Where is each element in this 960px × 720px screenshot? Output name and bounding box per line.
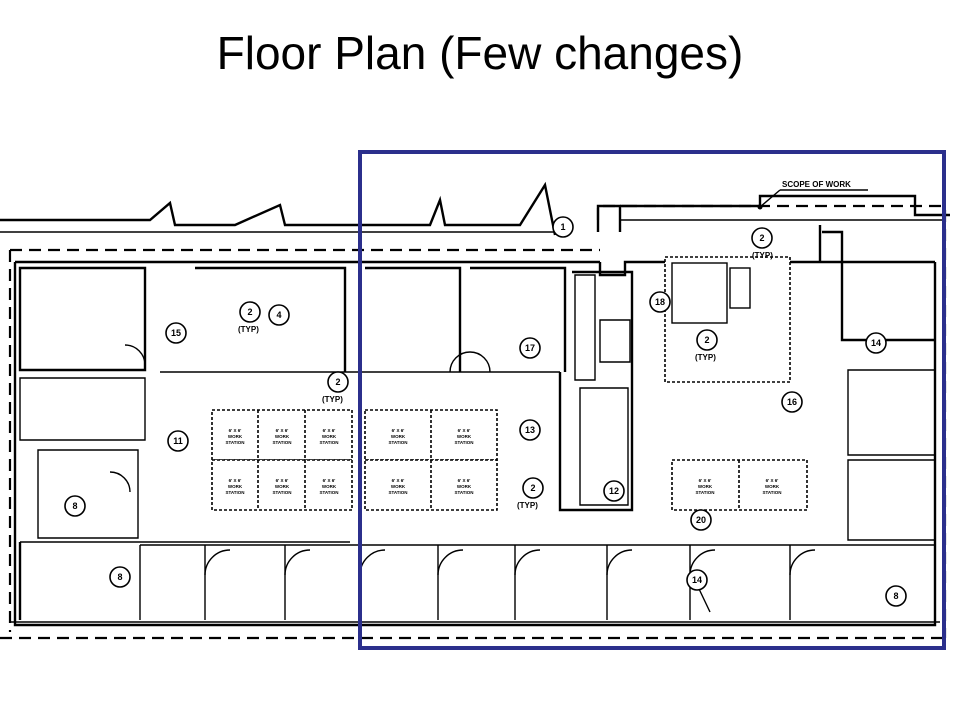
callout-2-d: 2 — [696, 329, 718, 351]
svg-text:STATION: STATION — [319, 440, 338, 445]
svg-text:STATION: STATION — [762, 490, 781, 495]
svg-text:6' X 6': 6' X 6' — [458, 428, 471, 433]
scope-of-work-note: SCOPE OF WORK — [757, 180, 868, 210]
svg-text:6' X 6': 6' X 6' — [323, 428, 336, 433]
svg-text:2: 2 — [335, 377, 340, 387]
callout-8-a: 8 — [64, 495, 86, 517]
svg-text:WORK: WORK — [275, 484, 290, 489]
callout-16: 16 — [781, 391, 803, 413]
svg-text:WORK: WORK — [322, 434, 337, 439]
typ-labels: (TYP) (TYP) (TYP) (TYP) (TYP) — [238, 251, 773, 510]
svg-text:2: 2 — [530, 483, 535, 493]
svg-text:2: 2 — [704, 335, 709, 345]
svg-text:STATION: STATION — [319, 490, 338, 495]
svg-text:14: 14 — [871, 338, 881, 348]
svg-text:6' X 6': 6' X 6' — [766, 478, 779, 483]
svg-text:13: 13 — [525, 425, 535, 435]
callout-4: 4 — [268, 304, 290, 326]
svg-text:STATION: STATION — [454, 490, 473, 495]
svg-text:6' X 6': 6' X 6' — [229, 428, 242, 433]
typ-label-1: (TYP) — [238, 325, 259, 334]
svg-text:6' X 6': 6' X 6' — [276, 428, 289, 433]
svg-text:8: 8 — [72, 501, 77, 511]
svg-text:1: 1 — [560, 222, 565, 232]
svg-text:16: 16 — [787, 397, 797, 407]
callout-14-b: 14 — [686, 569, 708, 591]
svg-text:STATION: STATION — [388, 490, 407, 495]
svg-text:STATION: STATION — [454, 440, 473, 445]
svg-text:WORK: WORK — [765, 484, 780, 489]
svg-text:WORK: WORK — [228, 484, 243, 489]
typ-label-2: (TYP) — [322, 395, 343, 404]
upper-rooms — [365, 225, 936, 541]
svg-text:WORK: WORK — [322, 484, 337, 489]
callout-17: 17 — [519, 337, 541, 359]
callout-20: 20 — [690, 509, 712, 531]
svg-text:STATION: STATION — [272, 490, 291, 495]
svg-text:STATION: STATION — [272, 440, 291, 445]
typ-label-5: (TYP) — [752, 251, 773, 260]
typ-label-4: (TYP) — [517, 501, 538, 510]
svg-text:6' X 6': 6' X 6' — [323, 478, 336, 483]
svg-text:8: 8 — [893, 591, 898, 601]
svg-text:4: 4 — [276, 310, 281, 320]
callout-2-b: 2 — [239, 301, 261, 323]
svg-text:2: 2 — [759, 233, 764, 243]
callout-2-e: 2 — [522, 477, 544, 499]
svg-text:WORK: WORK — [391, 484, 406, 489]
svg-text:6' X 6': 6' X 6' — [699, 478, 712, 483]
svg-text:WORK: WORK — [457, 434, 472, 439]
callout-8-c: 8 — [885, 585, 907, 607]
svg-text:20: 20 — [696, 515, 706, 525]
callout-13: 13 — [519, 419, 541, 441]
svg-text:6' X 6': 6' X 6' — [276, 478, 289, 483]
typ-label-3: (TYP) — [695, 353, 716, 362]
callout-1: 1 — [552, 216, 574, 238]
dashed-equipment-area — [664, 256, 791, 383]
svg-text:12: 12 — [609, 486, 619, 496]
bottom-offices — [18, 542, 936, 620]
svg-text:15: 15 — [171, 328, 181, 338]
svg-text:WORK: WORK — [391, 434, 406, 439]
svg-text:6' X 6': 6' X 6' — [392, 428, 405, 433]
callout-bubbles: 1 2 2 2 2 2 2 3 4 8 8 8 11 12 13 14 14 1… — [64, 216, 907, 607]
callout-8-b: 8 — [109, 566, 131, 588]
callout-12: 12 — [603, 480, 625, 502]
svg-text:WORK: WORK — [228, 434, 243, 439]
svg-text:18: 18 — [655, 297, 665, 307]
scope-of-work-label: SCOPE OF WORK — [782, 180, 851, 189]
exterior-walls — [0, 181, 950, 236]
svg-text:17: 17 — [525, 343, 535, 353]
scope-highlight-box — [358, 150, 946, 650]
callout-11: 11 — [167, 430, 189, 452]
svg-text:6' X 6': 6' X 6' — [392, 478, 405, 483]
svg-text:11: 11 — [173, 436, 183, 446]
svg-text:WORK: WORK — [275, 434, 290, 439]
svg-text:6' X 6': 6' X 6' — [458, 478, 471, 483]
callout-14-a: 14 — [865, 332, 887, 354]
svg-text:2: 2 — [247, 307, 252, 317]
svg-text:STATION: STATION — [695, 490, 714, 495]
slide-title: Floor Plan (Few changes) — [216, 27, 744, 79]
svg-text:8: 8 — [117, 572, 122, 582]
callout-15: 15 — [165, 322, 187, 344]
svg-text:WORK: WORK — [698, 484, 713, 489]
callout-18: 18 — [649, 291, 671, 313]
svg-text:6' X 6': 6' X 6' — [229, 478, 242, 483]
svg-text:WORK: WORK — [457, 484, 472, 489]
svg-text:STATION: STATION — [225, 490, 244, 495]
svg-text:14: 14 — [692, 575, 702, 585]
callout-2-a: 2 — [751, 227, 773, 249]
svg-text:STATION: STATION — [225, 440, 244, 445]
callout-2-c: 2 — [327, 371, 349, 393]
svg-text:STATION: STATION — [388, 440, 407, 445]
